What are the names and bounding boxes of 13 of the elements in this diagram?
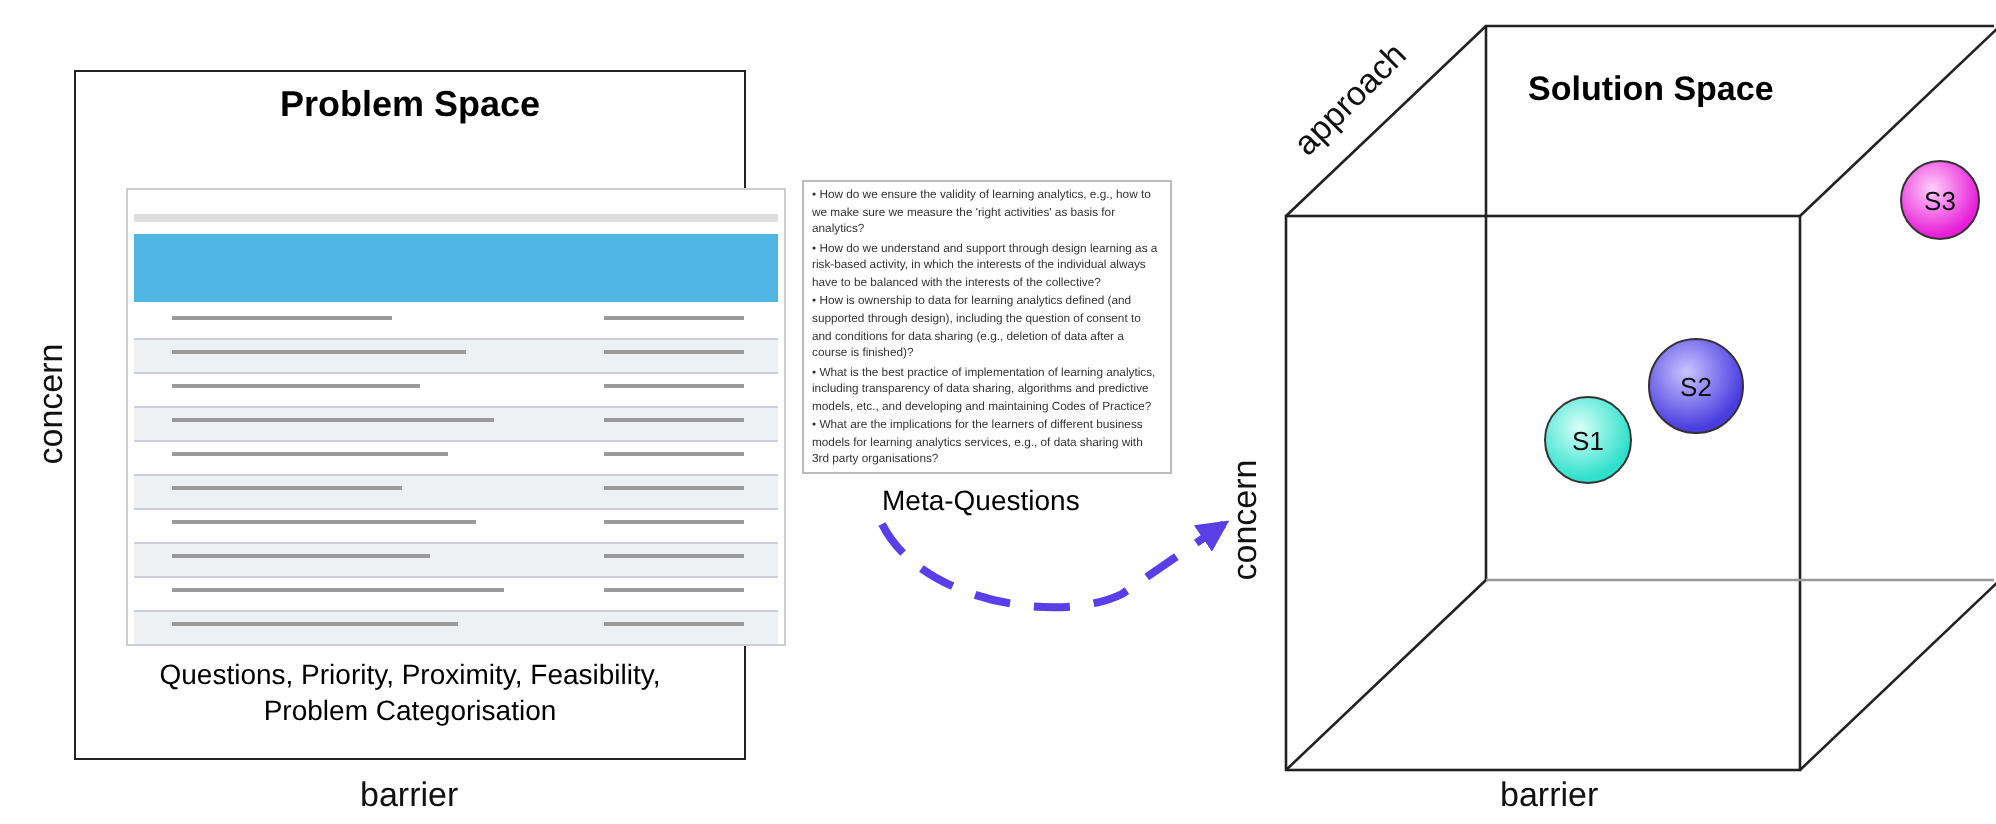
axis-label: barrier	[360, 776, 459, 816]
space-title: Solution Space	[1528, 70, 1774, 110]
panel-caption: Questions, Priority, Proximity, Feasibility, Problem Categorisation	[157, 656, 663, 728]
axis-label: barrier	[1500, 776, 1599, 816]
card-caption: Meta-Questions	[882, 484, 1080, 516]
picture	[126, 188, 786, 646]
solution-ball: S1	[1544, 396, 1632, 484]
solution-ball: S3	[1900, 160, 1980, 240]
solution-ball: S2	[1648, 338, 1744, 434]
panel-title: Problem Space	[277, 84, 543, 126]
dashed-arrow	[878, 520, 1230, 611]
axis-label: concern	[32, 343, 73, 465]
axis-label: concern	[1226, 459, 1267, 581]
